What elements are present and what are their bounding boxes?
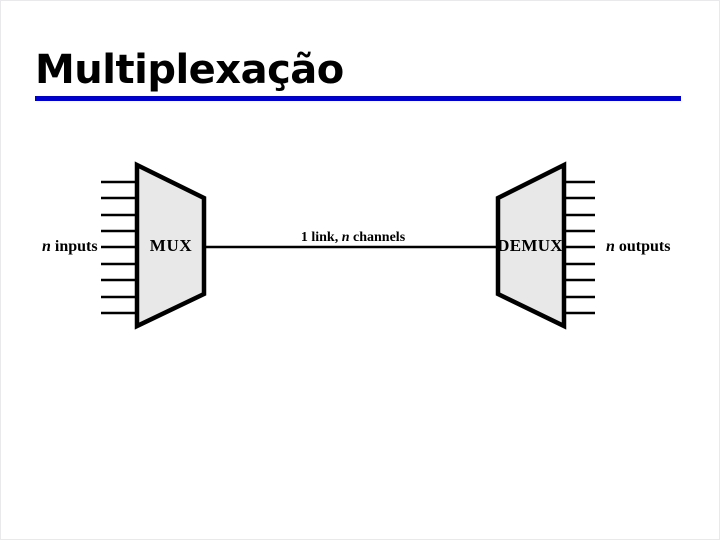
mux-inputs-label-variable: n (42, 238, 51, 255)
mux-block-outline (134, 161, 207, 330)
mux-inputs-label: n inputs (42, 238, 98, 255)
mux-inputs-label-text: inputs (51, 238, 98, 255)
demux-output-wires (563, 180, 595, 315)
link-label-prefix: 1 link, (301, 230, 342, 245)
link-label: 1 link, n channels (301, 230, 406, 245)
link-label-variable: n (342, 230, 350, 245)
mux-input-wires (101, 180, 138, 315)
link-label-suffix: channels (350, 230, 406, 245)
demux-outputs-label-variable: n (606, 238, 615, 255)
mux-label: MUX (150, 236, 193, 255)
demux-block-fill (498, 165, 564, 326)
title-underline-rule (35, 96, 681, 101)
demux-outputs-label: n outputs (606, 238, 670, 255)
demux-outputs-label-text: outputs (615, 238, 671, 255)
mux-block: MUX (134, 161, 207, 330)
demux-block: DEMUX (495, 161, 567, 330)
mux-block-fill (137, 165, 204, 326)
title-block: Multiplexação (35, 47, 685, 105)
demux-block-outline (495, 161, 567, 330)
demux-label: DEMUX (497, 236, 563, 255)
page-title: Multiplexação (35, 47, 344, 93)
